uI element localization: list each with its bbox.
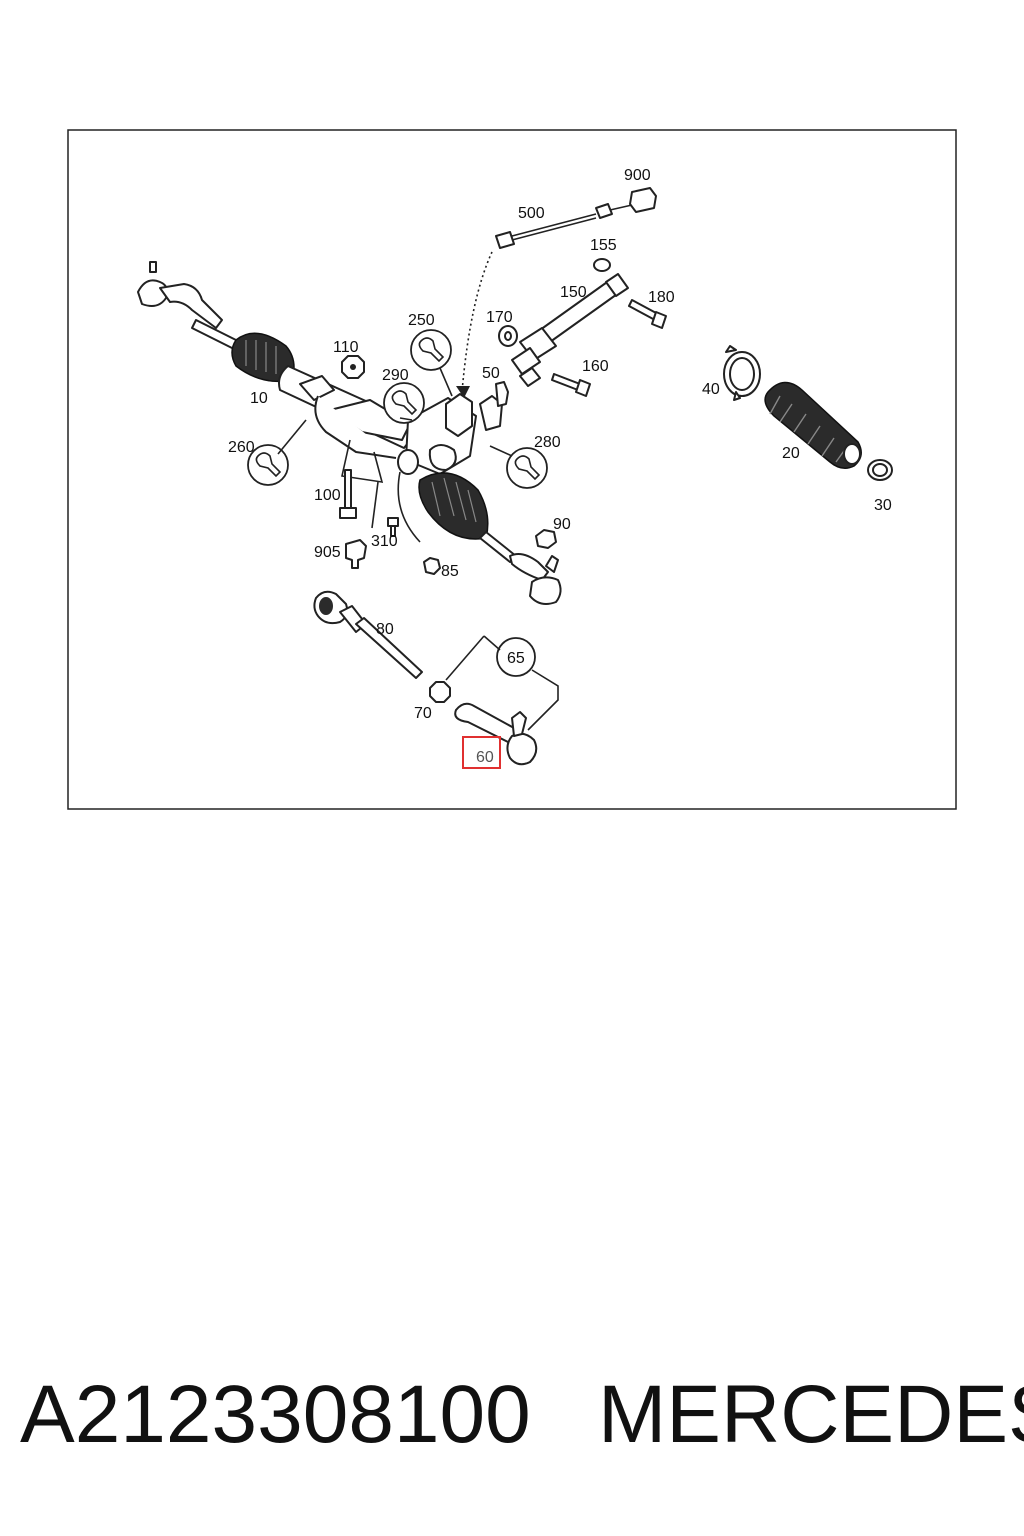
label-290: 290 <box>382 367 409 384</box>
kit-65-bracket <box>445 635 559 731</box>
label-500: 500 <box>518 205 545 222</box>
label-40: 40 <box>702 381 720 398</box>
nut-70 <box>429 681 451 703</box>
label-155: 155 <box>590 237 617 254</box>
wrench-icon-250 <box>410 329 452 371</box>
label-250: 250 <box>408 312 435 329</box>
label-180: 180 <box>648 289 675 306</box>
nut-85 <box>423 557 441 575</box>
label-150: 150 <box>560 284 587 301</box>
steering-shaft-150 <box>511 273 629 387</box>
brand-name: MERCEDES <box>598 1369 1024 1460</box>
bolt-180 <box>628 299 667 329</box>
clamp-30 <box>867 459 893 481</box>
label-70: 70 <box>414 705 432 722</box>
washer-155 <box>593 258 611 272</box>
label-90: 90 <box>553 516 571 533</box>
footer: A2123308100 MERCEDES <box>0 1368 1024 1468</box>
label-110: 110 <box>333 339 359 356</box>
bolt-160 <box>551 373 591 397</box>
label-160: 160 <box>582 358 609 375</box>
label-65: 65 <box>507 650 525 667</box>
label-280: 280 <box>534 434 561 451</box>
label-900: 900 <box>624 167 651 184</box>
highlight-box-60 <box>462 736 501 769</box>
label-10: 10 <box>250 390 268 407</box>
bolt-100 <box>339 469 357 519</box>
clip-50 <box>495 381 509 407</box>
label-170: 170 <box>486 309 513 326</box>
label-905: 905 <box>314 544 341 561</box>
label-50: 50 <box>482 365 500 382</box>
tie-rod-end-60 <box>454 702 538 766</box>
clamp-40 <box>723 345 761 401</box>
boot-20 <box>764 381 862 469</box>
label-30: 30 <box>874 497 892 514</box>
label-85: 85 <box>441 563 459 580</box>
ring-170 <box>498 325 518 347</box>
line-500 <box>456 203 633 398</box>
label-260: 260 <box>228 439 255 456</box>
clip-905 <box>345 539 367 569</box>
label-100: 100 <box>314 487 341 504</box>
label-310: 310 <box>371 533 398 550</box>
wrench-icon-280 <box>506 447 548 489</box>
wrench-icon-260 <box>247 444 289 486</box>
part-number: A2123308100 <box>20 1369 531 1460</box>
wrench-icon-290 <box>383 382 425 424</box>
nut-90 <box>535 529 557 549</box>
label-20: 20 <box>782 445 800 462</box>
screw-310 <box>387 517 399 537</box>
inner-tie-rod-80 <box>313 590 423 679</box>
clip-900 <box>629 187 657 213</box>
label-80: 80 <box>376 621 394 638</box>
steering-rack-assembly <box>137 261 562 605</box>
label-60: 60 <box>476 749 494 766</box>
